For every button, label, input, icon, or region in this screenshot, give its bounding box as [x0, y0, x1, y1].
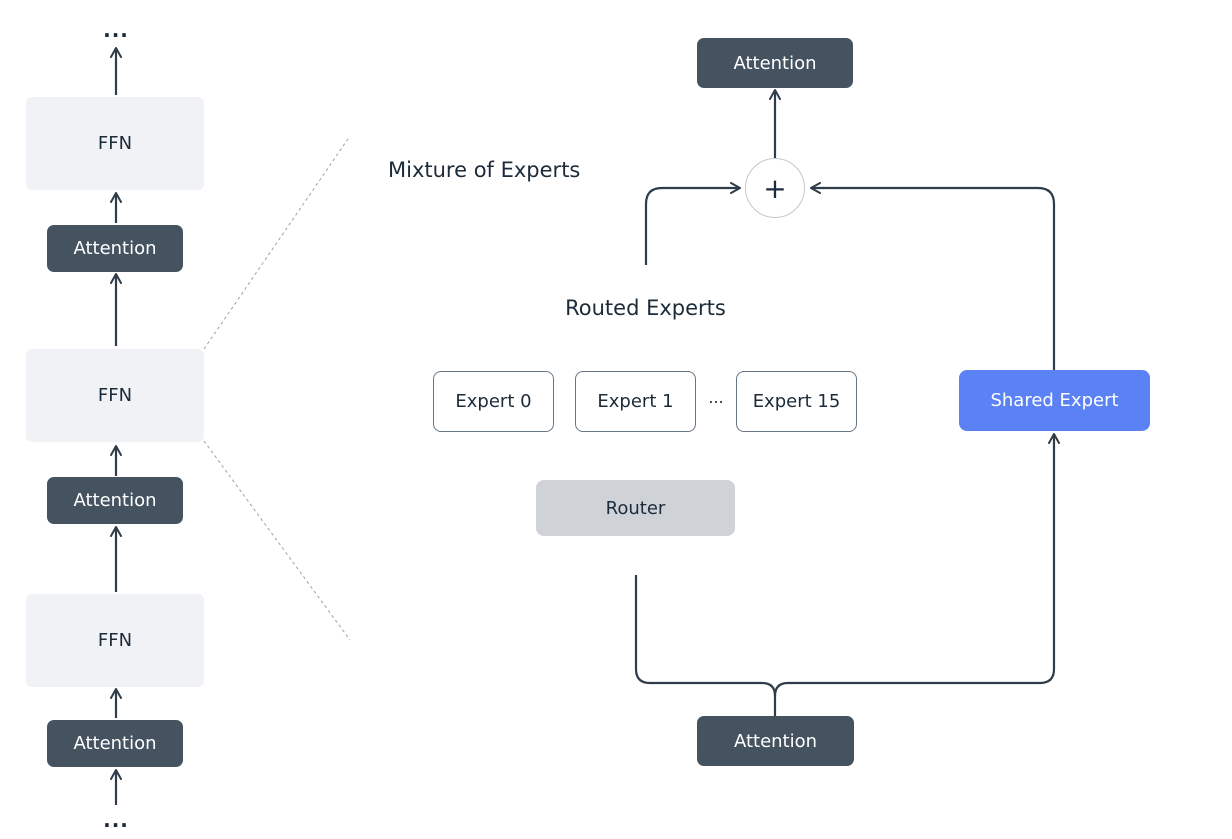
attention-label: Attention — [73, 733, 157, 754]
attention-label: Attention — [733, 730, 818, 752]
ffn-block-middle: FFN — [26, 349, 204, 442]
attention-label: Attention — [73, 238, 157, 259]
moe-title: Mixture of Experts — [388, 158, 581, 182]
expert-1: Expert 1 — [575, 371, 696, 432]
shared-expert-block: Shared Expert — [959, 370, 1150, 431]
top-ellipsis: ... — [103, 18, 129, 42]
attention-block-3: Attention — [47, 720, 183, 767]
expert-ellipsis: ... — [708, 388, 724, 407]
router-label: Router — [605, 497, 666, 519]
expert-label: Expert 15 — [752, 391, 841, 412]
sum-node: + — [745, 158, 805, 218]
bottom-ellipsis: ... — [103, 808, 129, 832]
bottom-attention-block: Attention — [697, 716, 854, 766]
attention-block-1: Attention — [47, 225, 183, 272]
routed-experts-title: Routed Experts — [565, 296, 726, 320]
ffn-label: FFN — [97, 385, 133, 406]
shared-expert-label: Shared Expert — [990, 390, 1119, 411]
plus-icon: + — [763, 171, 787, 205]
attention-label: Attention — [733, 52, 817, 74]
ffn-block-top: FFN — [26, 97, 204, 190]
top-attention-block: Attention — [697, 38, 853, 88]
expert-0: Expert 0 — [433, 371, 554, 432]
ffn-label: FFN — [97, 630, 133, 651]
router-block: Router — [536, 480, 735, 536]
ffn-label: FFN — [97, 133, 133, 154]
expert-label: Expert 0 — [455, 391, 532, 412]
expert-15: Expert 15 — [736, 371, 857, 432]
attention-block-2: Attention — [47, 477, 183, 524]
expert-label: Expert 1 — [597, 391, 674, 412]
attention-label: Attention — [73, 490, 157, 511]
ffn-block-bottom: FFN — [26, 594, 204, 687]
